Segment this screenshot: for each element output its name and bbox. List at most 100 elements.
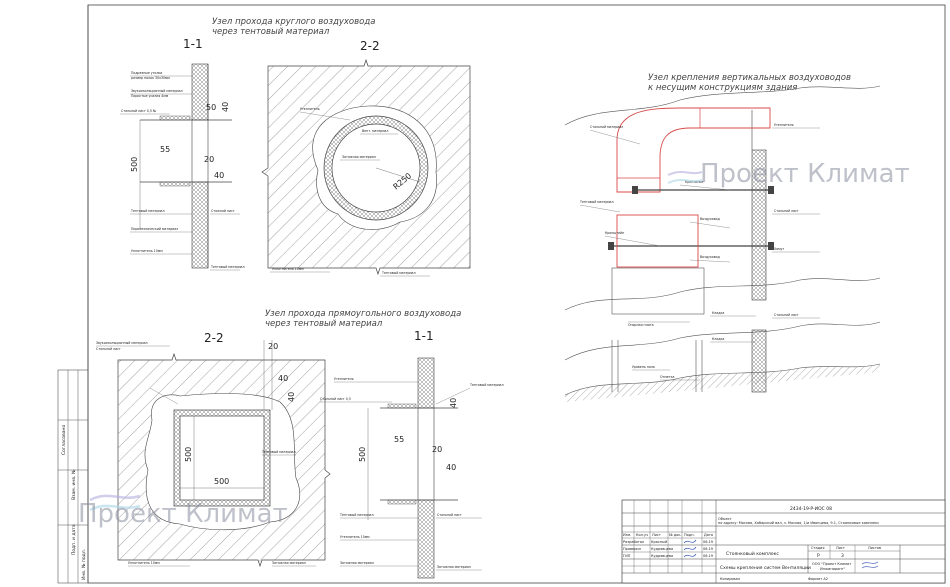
- vert-unit: [611, 267, 705, 315]
- round-label-12: Вент. материал: [362, 129, 388, 133]
- tb-object-2: по адресу: Москва, Хабарский вал, з. Мос…: [718, 521, 879, 525]
- rect-dim-40d: 40: [446, 463, 456, 472]
- tb-copied: Копировал: [720, 577, 740, 581]
- round-label-3: Звукоизоляционный материал: [131, 89, 183, 93]
- round-label-6: Тентовый материал: [130, 209, 165, 213]
- round-dim-50: 50: [206, 103, 216, 112]
- round-label-10b: Уплотнитель 10мм: [272, 267, 304, 271]
- vert-label-6b: Стальной лист: [774, 313, 799, 317]
- vert-label-5: Утеплитель: [774, 123, 794, 127]
- tb-col-izm: Изм.: [623, 533, 631, 537]
- rect-dim-v500: 500: [358, 447, 367, 462]
- rect-label-8: Тентовый материал: [469, 383, 504, 387]
- rect-label-5b: Затяжная материал: [437, 565, 471, 569]
- vertical-duct-section: Узел крепления вертикальных воздуховодов…: [564, 73, 881, 402]
- vert-label-11: Уровень пола: [632, 365, 655, 369]
- tb-signature-3: [683, 553, 697, 558]
- round-wall-bottom: [191, 181, 209, 269]
- round-label-2: размер полок 30х30мм: [131, 76, 170, 80]
- vert-column: [751, 149, 767, 301]
- tb-row3-date: 06.19: [703, 554, 713, 558]
- tb-signature-1: [683, 539, 697, 544]
- rect-label-7: Стальной лист 0,5: [320, 397, 351, 401]
- rect-label-3: Тентовый материал: [261, 450, 296, 454]
- vert-label-10b: Кладка: [712, 337, 724, 341]
- round-label-8: Стяжной лист: [211, 209, 235, 213]
- tb-row2-role: Проверил: [623, 547, 641, 551]
- vert-label-3: Кронштейн: [605, 231, 624, 235]
- rect-label-4: Уплотнитель 10мм: [128, 561, 160, 565]
- vert-title-1: Узел крепления вертикальных воздуховодов: [648, 73, 851, 83]
- tb-sheets-label: Листов: [868, 546, 881, 550]
- round-label-11: Утеплитель: [300, 107, 320, 111]
- rect-title-1: Узел прохода прямоугольного воздуховода: [265, 309, 461, 319]
- round-dim-20: 20: [204, 155, 214, 164]
- vert-label-1: Стальной материал: [590, 125, 623, 129]
- vert-label-7: Хомут: [774, 247, 784, 251]
- rect-dim-20: 20: [268, 342, 278, 351]
- tb-stage-label: Стадия: [811, 546, 824, 550]
- rect-duct-section: Узел прохода прямоугольного воздуховода …: [96, 309, 504, 579]
- rect-label-8b: Тентовый материал: [339, 513, 374, 517]
- tb-col-kol: Кол.уч: [636, 533, 648, 537]
- tb-col-doc: № док.: [669, 533, 682, 537]
- stamp-agreed: Согласовано: [61, 425, 67, 455]
- stamp-replace: Взам. инв. №: [71, 469, 77, 500]
- tb-signature-2: [683, 546, 697, 551]
- rect-cut-2-2: 2-2: [204, 331, 224, 345]
- tb-company-logo: [861, 561, 879, 569]
- round-cut-2-2: 2-2: [360, 39, 380, 53]
- round-label-4: Пористые усилия 4мм: [131, 94, 169, 98]
- watermark-left: Проект Климат: [78, 494, 288, 529]
- rect-dim-h500: 500: [184, 447, 193, 462]
- round-dim-40: 40: [221, 102, 230, 112]
- tb-row2-name: Кудрявцева: [651, 547, 673, 551]
- title-block: 2434-19-Р-ИОС 08 Объект по адресу: Москв…: [621, 499, 946, 584]
- tb-row1-name: Красный: [651, 540, 667, 544]
- stamp-inv: Инв. № подл.: [81, 549, 87, 580]
- rect-label-2b: Стальной лист: [437, 513, 462, 517]
- watermark-right: Проект Климат: [667, 159, 910, 189]
- tb-company-2: Инжиниринг": [820, 567, 846, 571]
- rect-label-6: Утеплитель: [334, 377, 354, 381]
- tb-stage-val: Р: [817, 553, 820, 559]
- tb-row2-date: 06.19: [703, 547, 713, 551]
- vert-label-8: Воздуховод: [700, 217, 721, 221]
- rect-label-10: Затяжная материал: [340, 561, 374, 565]
- watermark-text-left: Проект Климат: [78, 499, 288, 529]
- vert-label-2: Тентовый материал: [579, 200, 614, 204]
- tb-format: Формат А2: [808, 577, 828, 581]
- tb-code: 2434-19-Р-ИОС 08: [790, 506, 832, 512]
- rect-cut-1-1: 1-1: [414, 329, 434, 343]
- tb-drawing-name: Схемы крепления систем Вентиляции: [720, 565, 811, 571]
- tb-sheet-label: Лист: [836, 546, 845, 550]
- rect-dim-40c: 40: [449, 398, 458, 408]
- tb-row1-date: 06.19: [703, 540, 713, 544]
- round-title-1: Узел прохода круглого воздуховода: [212, 17, 375, 27]
- rect-label-9: Утеплитель 10мм: [340, 535, 370, 539]
- round-label-7: Пиротехнический материал: [131, 227, 178, 231]
- rect-label-5: Затяжная материал: [272, 561, 306, 565]
- tb-col-list: Лист: [652, 533, 661, 537]
- tb-col-sign: Подп.: [684, 533, 695, 537]
- rect-label-2: Стальной лист: [96, 347, 121, 351]
- round-label-1: Подрезные уголки: [131, 71, 162, 75]
- round-label-13: Затяжная материал: [342, 155, 376, 159]
- rect-title-2: через тентовый материал: [265, 319, 383, 329]
- vert-elbow-duct: [616, 107, 771, 193]
- vert-label-9: Опорная плита: [628, 323, 654, 327]
- vert-ground: [565, 364, 880, 402]
- vert-label-12: Отметка: [660, 375, 675, 379]
- round-dim-40b: 40: [214, 171, 224, 180]
- tb-complex: Стоянковый комплекс: [726, 550, 779, 557]
- vert-label-8b: Воздуховод: [700, 255, 721, 259]
- round-label-5: Стальной лист 0,5 №: [121, 109, 157, 113]
- tb-object-1: Объект: [718, 517, 732, 521]
- vert-title-2: к несущим конструкциям здания: [648, 83, 797, 93]
- stamp-sign: Подп. и дата: [71, 524, 77, 555]
- rect-dim-20b: 20: [432, 445, 442, 454]
- tb-col-date: Дата: [704, 533, 713, 537]
- tb-row3-name: Кудрявцева: [651, 554, 673, 558]
- rect-wall-bottom: [417, 499, 435, 579]
